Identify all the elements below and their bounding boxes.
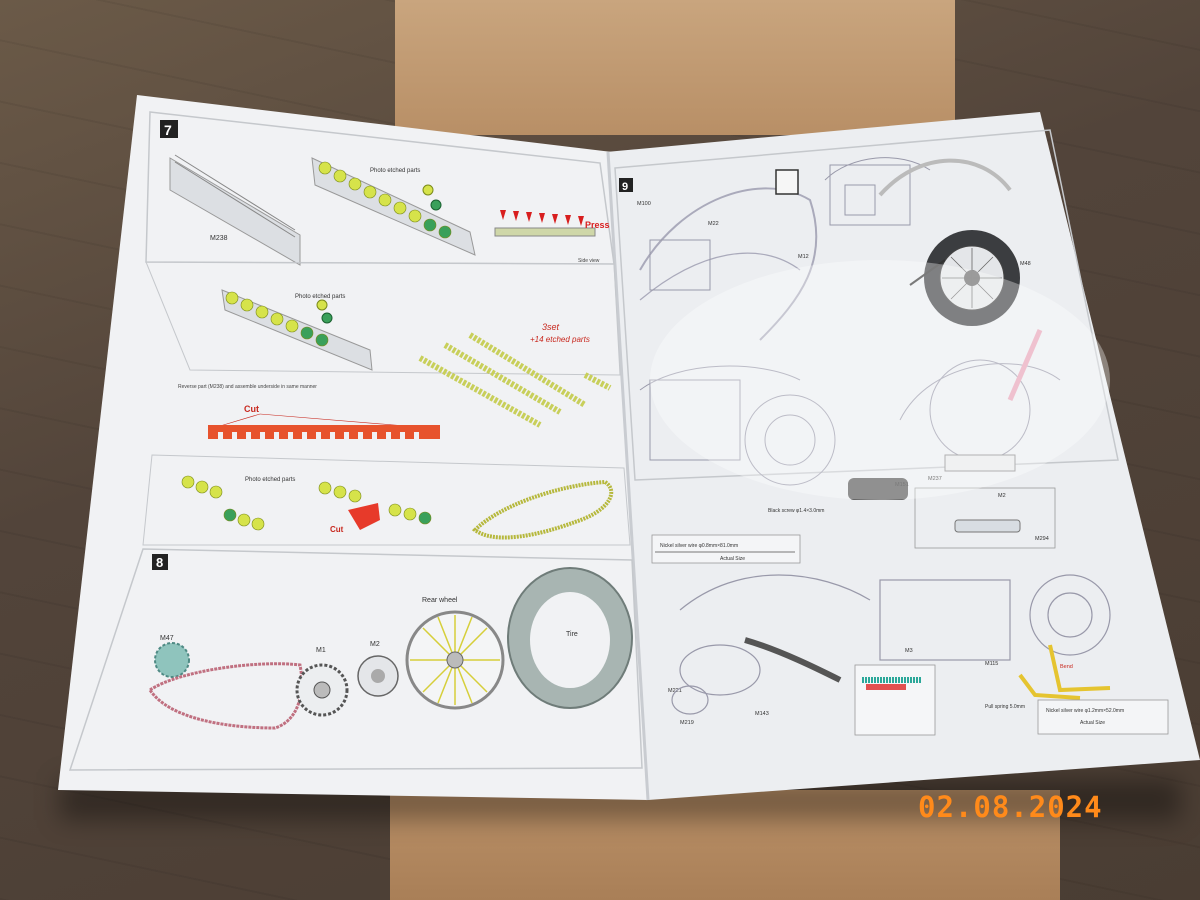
hub2-label: M2 — [370, 641, 380, 648]
chain-strips — [418, 332, 612, 428]
photo-etched-label-1: Photo etched parts — [370, 168, 420, 174]
label-m100: M100 — [637, 201, 651, 207]
engine-sketch-bottom — [671, 574, 1111, 715]
part-m238-label: M238 — [210, 235, 228, 242]
rear-wheel-label: Rear wheel — [422, 597, 458, 604]
hub1-label: M1 — [316, 647, 326, 654]
tire — [507, 567, 633, 709]
fender-sketch — [639, 187, 818, 341]
chain-loop — [471, 479, 614, 540]
tire-label: Tire — [566, 631, 578, 638]
label-m294: M294 — [1035, 536, 1049, 542]
red-cut-piece — [348, 503, 380, 530]
cardboard-box-bottom — [390, 790, 1060, 900]
nickel-wire-2: Nickel silver wire φ1.2mm×52.0mm — [1046, 708, 1124, 714]
wire-box-1: Nickel silver wire φ0.8mm×81.0mm Actual … — [651, 534, 801, 564]
cut-label-2: Cut — [330, 525, 344, 534]
side-view-label: Side view — [578, 258, 600, 264]
part-labels: M100 M22 M12 M48 M237 M151 M221 M219 M14… — [637, 201, 1049, 726]
photo-etched-label-3: Photo etched parts — [245, 477, 295, 483]
label-m221: M221 — [668, 688, 682, 694]
nickel-wire-1: Nickel silver wire φ0.8mm×81.0mm — [660, 543, 738, 549]
label-m115: M115 — [985, 661, 998, 667]
reverse-note: Reverse part (M238) and assemble undersi… — [178, 384, 317, 390]
step9-bottom-panel: Pull spring 5.0mm Bend Nickel silver wir… — [671, 574, 1169, 736]
sprocket-label: M47 — [160, 635, 174, 642]
light-glare — [650, 260, 1110, 500]
press-arrows — [500, 210, 584, 226]
right-page — [606, 112, 1200, 800]
left-page — [58, 95, 648, 800]
bend-label: Bend — [1060, 664, 1073, 670]
cut-label-1: Cut — [244, 404, 259, 414]
label-m143: M143 — [755, 711, 769, 717]
engine-sketch-mid — [639, 359, 1061, 486]
spring-box — [854, 664, 936, 736]
set-label: 3set — [542, 322, 560, 332]
rear-tire-top — [924, 230, 1020, 326]
step7-panel-2: Photo etched parts Reverse part (M238) a… — [145, 261, 621, 439]
battery-box — [848, 478, 908, 500]
black-screw-label: Black screw φ1.4×3.0mm — [768, 508, 824, 514]
label-m219: M219 — [680, 720, 694, 726]
engine-sketch-top — [824, 157, 931, 226]
mirror-sketch — [775, 169, 799, 195]
step7-panel-3: Photo etched parts Cut — [142, 454, 631, 546]
step7-number: 7 — [164, 122, 172, 138]
step8-number: 8 — [156, 555, 163, 570]
etched-count-label: +14 etched parts — [530, 335, 590, 344]
step7-panel: 7 M238 Photo etched parts Press Side vie… — [145, 111, 615, 266]
step9-number: 9 — [622, 181, 628, 193]
label-m3: M3 — [905, 648, 913, 654]
actual-size-2: Actual Size — [1080, 720, 1105, 726]
label-m22: M22 — [708, 221, 719, 227]
bent-wire — [1018, 644, 1111, 700]
step8-panel: 8 M47 M1 M2 Rear wheel Tire — [68, 548, 643, 771]
step9-panel: 9 — [614, 129, 1119, 726]
detail-box-exhaust — [914, 487, 1056, 549]
cut-strip — [208, 425, 440, 439]
label-m237: M237 — [928, 476, 942, 482]
pull-spring-label: Pull spring 5.0mm — [985, 704, 1025, 710]
wire-box-2: Nickel silver wire φ1.2mm×52.0mm Actual … — [1037, 699, 1169, 735]
label-m12: M12 — [798, 254, 809, 260]
press-label: Press — [585, 220, 610, 230]
label-m2: M2 — [998, 493, 1006, 499]
label-m151: M151 — [895, 482, 909, 488]
rear-wheel — [405, 610, 505, 710]
photo-etched-label-2: Photo etched parts — [295, 294, 345, 300]
label-m48: M48 — [1020, 261, 1031, 267]
date-stamp: 02.08.2024 — [918, 790, 1103, 824]
sprocket — [154, 642, 190, 678]
actual-size-1: Actual Size — [720, 556, 745, 562]
cardboard-box-top — [395, 0, 955, 135]
etched-rollers-1 — [318, 161, 452, 239]
